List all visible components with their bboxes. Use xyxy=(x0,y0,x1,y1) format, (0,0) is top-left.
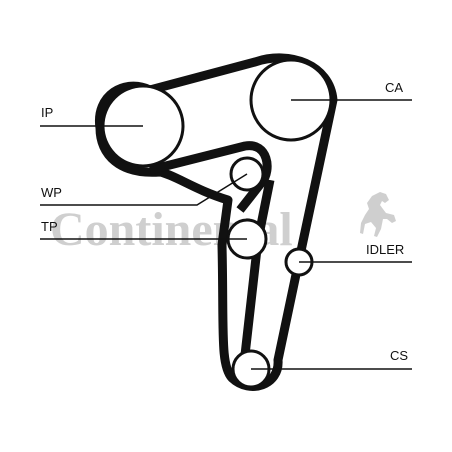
label-wp: WP xyxy=(41,185,62,200)
label-ca: CA xyxy=(385,80,403,95)
leader-wp xyxy=(40,173,248,206)
label-cs: CS xyxy=(390,348,408,363)
labels: IP CA WP TP IDLER CS xyxy=(41,80,408,363)
label-tp: TP xyxy=(41,219,58,234)
label-ip: IP xyxy=(41,105,53,120)
rearing-horse-icon xyxy=(360,192,396,237)
leader-lines xyxy=(40,99,412,370)
label-idler: IDLER xyxy=(366,242,404,257)
